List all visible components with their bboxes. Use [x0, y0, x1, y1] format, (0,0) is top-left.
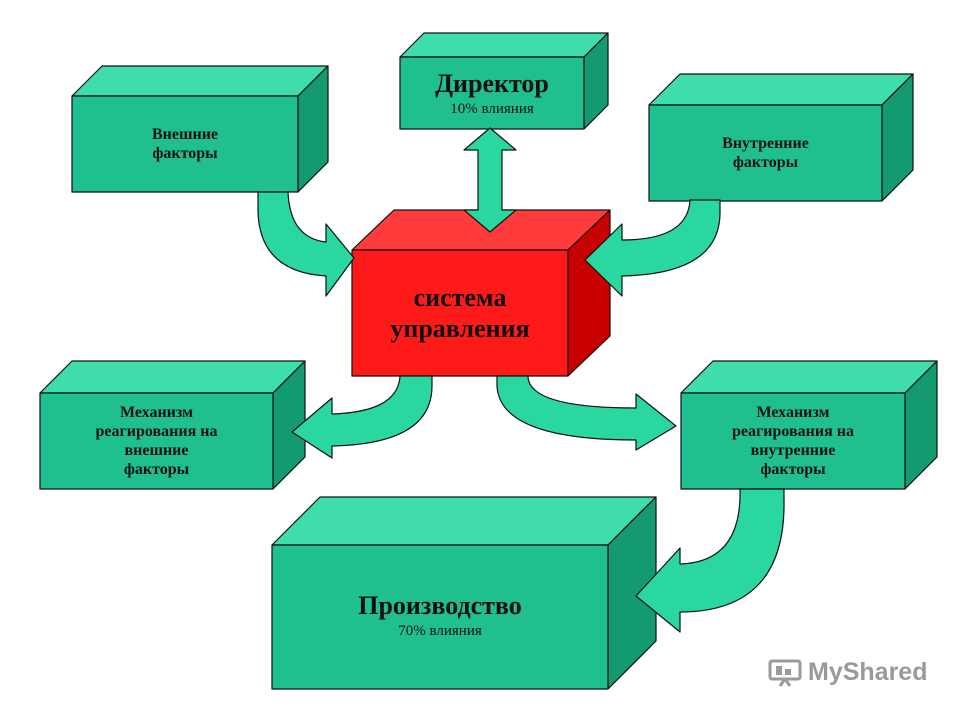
internal-mechanism-line4: факторы	[760, 461, 826, 479]
director-title: Директор	[435, 69, 549, 99]
external-mechanism-box-top	[39, 360, 306, 394]
external-mechanism-line4: факторы	[123, 461, 190, 479]
control-system-box	[351, 209, 611, 377]
director-control-arrow	[463, 127, 517, 233]
director-label: Директор 10% влияния	[400, 57, 584, 129]
watermark: MyShared	[768, 657, 927, 687]
external-factors-line2: факторы	[152, 145, 218, 162]
production-label: Производство 70% влияния	[272, 570, 608, 660]
external-mechanism-line3: внешние	[124, 442, 189, 459]
internal-factors-line1: Внутренние	[722, 134, 809, 152]
control-system-label: система управления	[352, 250, 568, 376]
external-factors-box-front	[71, 95, 299, 193]
external-mechanism-box	[39, 360, 306, 490]
to-internal-mechanism-arrow	[496, 375, 677, 451]
director-subtitle: 10% влияния	[450, 100, 534, 117]
external-mechanism-line1: Механизм	[120, 403, 193, 421]
control-system-line2: управления	[390, 314, 530, 343]
director-box-front	[399, 56, 585, 130]
production-box-top	[271, 496, 657, 546]
external-factors-box-top	[71, 65, 329, 97]
external-mechanism-box-front	[39, 392, 274, 490]
external-factors-arrow	[257, 191, 355, 297]
to-external-mechanism-arrow	[291, 375, 433, 459]
internal-mechanism-line2: реагирования на	[732, 422, 854, 440]
director-box	[399, 32, 609, 130]
production-subtitle: 70% влияния	[398, 622, 482, 639]
external-mechanism-label: Механизм реагирования на внешние факторы	[40, 393, 273, 489]
internal-mechanism-line1: Механизм	[756, 403, 830, 421]
director-box-top	[399, 32, 609, 58]
internal-mechanism-box-top	[680, 360, 938, 394]
production-title: Производство	[358, 591, 522, 621]
control-system-line1: система	[413, 282, 507, 312]
production-box-front	[271, 544, 609, 690]
internal-factors-arrow	[584, 199, 721, 297]
internal-factors-line2: факторы	[732, 154, 799, 171]
internal-factors-label: Внутренние факторы	[649, 105, 882, 201]
production-box	[271, 496, 657, 690]
internal-mechanism-box	[680, 360, 938, 490]
external-factors-label: Внешние факторы	[72, 96, 298, 192]
internal-mechanism-label: Механизм реагирования на внутренние факт…	[681, 393, 905, 489]
to-production-arrow	[635, 488, 785, 633]
internal-factors-box-front	[648, 104, 883, 202]
watermark-text: MyShared	[808, 657, 928, 686]
external-factors-box	[71, 65, 329, 193]
external-factors-line1: Внешние	[151, 125, 219, 143]
presentation-icon	[768, 659, 802, 687]
internal-mechanism-line3: внутренние	[750, 442, 836, 459]
control-system-box-front	[351, 249, 569, 377]
internal-factors-box-top	[648, 73, 914, 106]
external-mechanism-line2: реагирования на	[95, 422, 218, 440]
internal-factors-box	[648, 73, 914, 202]
internal-mechanism-box-front	[680, 392, 906, 490]
